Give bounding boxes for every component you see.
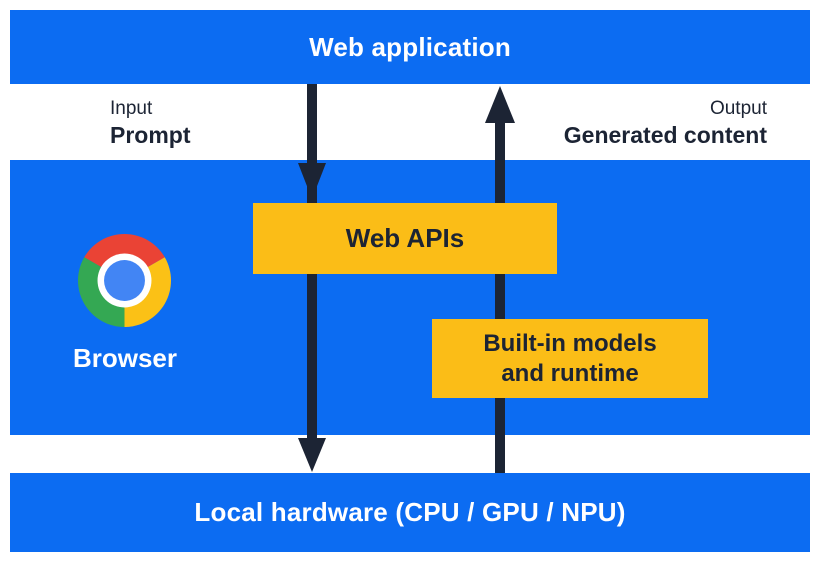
web-application-label: Web application [309,31,511,62]
browser-label: Browser [72,343,178,373]
web-apis-label: Web APIs [345,223,465,253]
output-label: Output [709,98,767,119]
output-label-group: Output Generated content [564,96,767,149]
generated-content-label: Generated content [563,122,767,148]
chrome-logo-icon [78,234,171,327]
builtin-models-label-line1: Built-in models [483,329,657,357]
builtin-models-label-line2: and runtime [501,359,639,387]
builtin-models-box: Built-in models and runtime [432,319,708,398]
local-hardware-label: Local hardware (CPU / GPU / NPU) [194,497,626,527]
web-apis-box: Web APIs [253,203,557,274]
input-label-group: Input Prompt [110,96,191,149]
local-hardware-bar: Local hardware (CPU / GPU / NPU) [10,473,810,552]
prompt-label: Prompt [110,122,191,148]
web-application-bar: Web application [10,10,810,84]
input-label: Input [110,98,153,119]
